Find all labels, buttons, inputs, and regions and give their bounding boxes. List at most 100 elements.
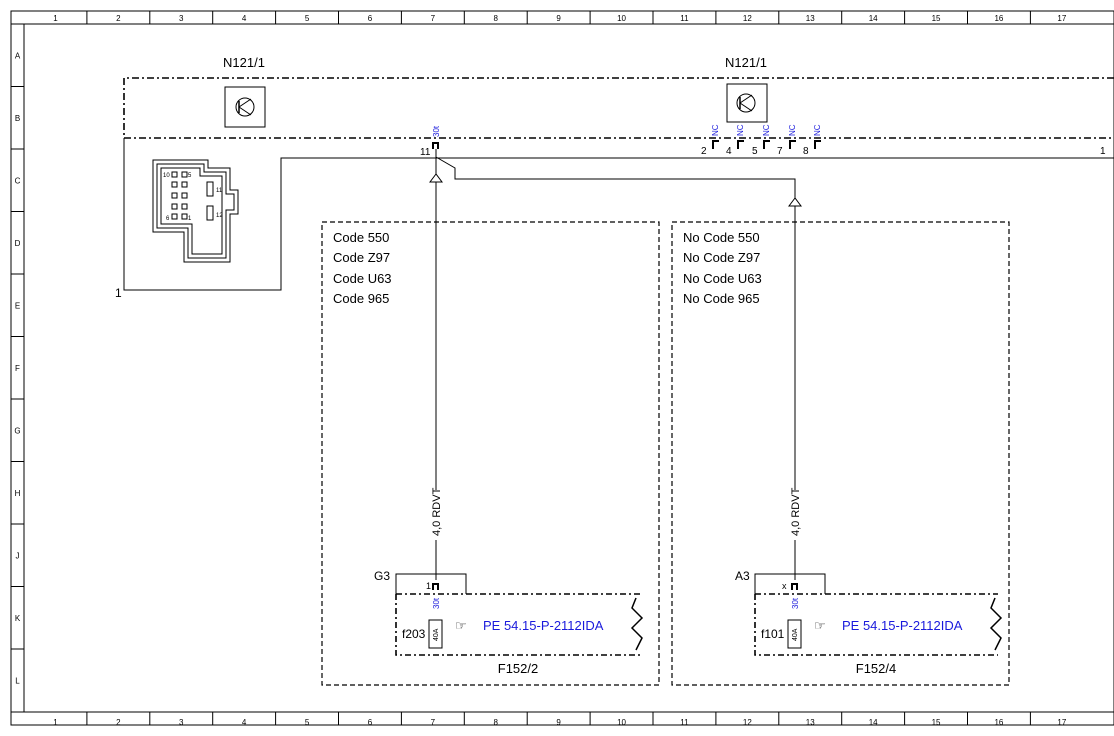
grid-row-label: F (15, 364, 20, 373)
connector-outline (123, 138, 1114, 291)
nc-pin-number: 2 (701, 146, 707, 157)
nc-pin-number: 8 (803, 146, 809, 157)
fuse-label: f203 (402, 627, 426, 641)
grid-row-label: A (15, 51, 21, 60)
nc-tag: NC (762, 124, 771, 136)
connector-pin-label: 1 (188, 216, 192, 222)
nc-tag: NC (813, 124, 822, 136)
module-label-right: N121/1 (725, 55, 767, 70)
code-line: No Code U63 (683, 271, 762, 286)
grid-column-label: 13 (806, 718, 815, 727)
splice-arrow-icon (788, 197, 802, 207)
grid-column-label: 9 (556, 718, 561, 727)
connector-pin-label: 11 (216, 188, 223, 194)
wire-label-right: 4,0 RDVT (790, 487, 802, 536)
reference-link[interactable]: PE 54.15-P-2112IDA (842, 618, 963, 633)
connector-pin-label: 10 (163, 173, 170, 179)
code-line: Code 965 (333, 291, 389, 306)
nc-pin-number: 7 (777, 146, 783, 157)
grid-row-label: E (15, 301, 20, 310)
fuse-pin-number: 1 (426, 581, 431, 591)
grid-column-label: 11 (680, 14, 689, 23)
code-line: Code 550 (333, 230, 389, 245)
grid-column-label: 5 (305, 718, 310, 727)
socket-label-right: A3 (735, 569, 750, 583)
nc-tag: NC (788, 124, 797, 136)
grid-column-label: 7 (431, 718, 436, 727)
code-line: No Code 550 (683, 230, 760, 245)
grid-column-label: 14 (869, 14, 878, 23)
grid-row-label: L (15, 676, 20, 685)
grid-column-label: 12 (743, 718, 752, 727)
nc-pin-number: 4 (726, 146, 732, 157)
grid-column-label: 7 (431, 14, 436, 23)
grid-row-label: C (15, 176, 21, 185)
code-line: Code Z97 (333, 250, 390, 265)
grid-column-label: 16 (994, 14, 1003, 23)
break-line-icon (989, 597, 1003, 651)
grid-column-label: 11 (680, 718, 689, 727)
grid-column-label: 15 (932, 14, 941, 23)
grid-column-label: 4 (242, 14, 247, 23)
connector-pin-label: 6 (166, 216, 170, 222)
grid-column-label: 3 (179, 718, 184, 727)
connector-face-icon (152, 159, 239, 263)
grid-column-label: 10 (617, 718, 626, 727)
fuse-label: f101 (761, 627, 785, 641)
grid-column-label: 17 (1057, 718, 1066, 727)
grid-column-label: 16 (994, 718, 1003, 727)
connector-ref: 1 (115, 286, 122, 300)
grid-column-label: 12 (743, 14, 752, 23)
grid-column-label: 9 (556, 14, 561, 23)
socket-label-left: G3 (374, 569, 390, 583)
fuse-unit-left (395, 593, 640, 656)
fuse-unit-right (754, 593, 998, 656)
fuse-unit-label: F152/4 (856, 661, 896, 676)
connector-pin-label: 12 (216, 213, 223, 219)
column-ticks: 1122334455667788991010111112121313141415… (53, 11, 1067, 727)
fuse-icon (428, 619, 443, 649)
grid-column-label: 3 (179, 14, 184, 23)
fuse-signal-tag: 30t (791, 597, 800, 609)
fuse-rating: 40A (792, 628, 799, 641)
grid-column-label: 8 (494, 718, 499, 727)
fuse-unit-label: F152/2 (498, 661, 538, 676)
grid-column-label: 1 (53, 718, 58, 727)
variant-box-left (321, 221, 660, 686)
grid-column-label: 4 (242, 718, 247, 727)
code-line: No Code Z97 (683, 250, 760, 265)
wire-label-left: 4,0 RDVT (431, 487, 443, 536)
grid-column-label: 14 (869, 718, 878, 727)
grid-column-label: 6 (368, 14, 373, 23)
grid-column-label: 15 (932, 718, 941, 727)
fuse-signal-tag: 30t (432, 597, 441, 609)
connector-pin-label: 5 (188, 173, 192, 179)
splice-arrow-icon (429, 173, 443, 183)
fuse-pin-terminal (432, 583, 439, 590)
nc-tag: NC (736, 124, 745, 136)
module-label-left: N121/1 (223, 55, 265, 70)
nc-tag: NC (711, 124, 720, 136)
pin-terminal (432, 142, 439, 149)
grid-row-label: B (15, 114, 20, 123)
edge-pin-number: 1 (1100, 146, 1106, 157)
hand-pointer-icon: ☞ (455, 618, 467, 633)
fuse-icon (787, 619, 802, 649)
grid-column-label: 8 (494, 14, 499, 23)
module-enclosure (123, 77, 1114, 139)
grid-column-label: 2 (116, 14, 121, 23)
hand-pointer-icon: ☞ (814, 618, 826, 633)
grid-column-label: 6 (368, 718, 373, 727)
fuse-rating: 40A (433, 628, 440, 641)
grid-column-label: 5 (305, 14, 310, 23)
pin-number: 11 (420, 147, 431, 158)
reference-link[interactable]: PE 54.15-P-2112IDA (483, 618, 604, 633)
variant-box-right (671, 221, 1010, 686)
transistor-icon (726, 83, 768, 123)
pin-signal-tag: 30t (432, 125, 441, 137)
socket-right (754, 573, 826, 594)
transistor-icon (224, 86, 266, 128)
wire-branch (435, 149, 796, 196)
